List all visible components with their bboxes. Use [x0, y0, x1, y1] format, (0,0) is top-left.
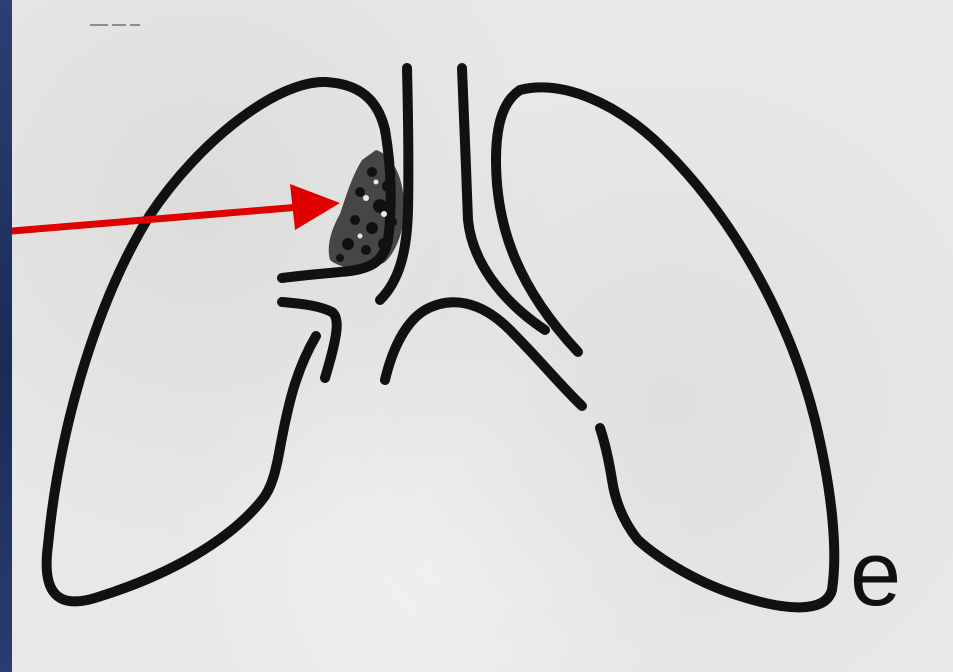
- scanned-figure: e: [12, 0, 953, 672]
- stippled-lesion: [329, 150, 405, 269]
- panel-letter: e: [850, 528, 901, 620]
- lung-diagram: [12, 0, 953, 672]
- left-lung-medial-edge: [496, 90, 578, 352]
- red-arrow-pointer: [12, 184, 340, 232]
